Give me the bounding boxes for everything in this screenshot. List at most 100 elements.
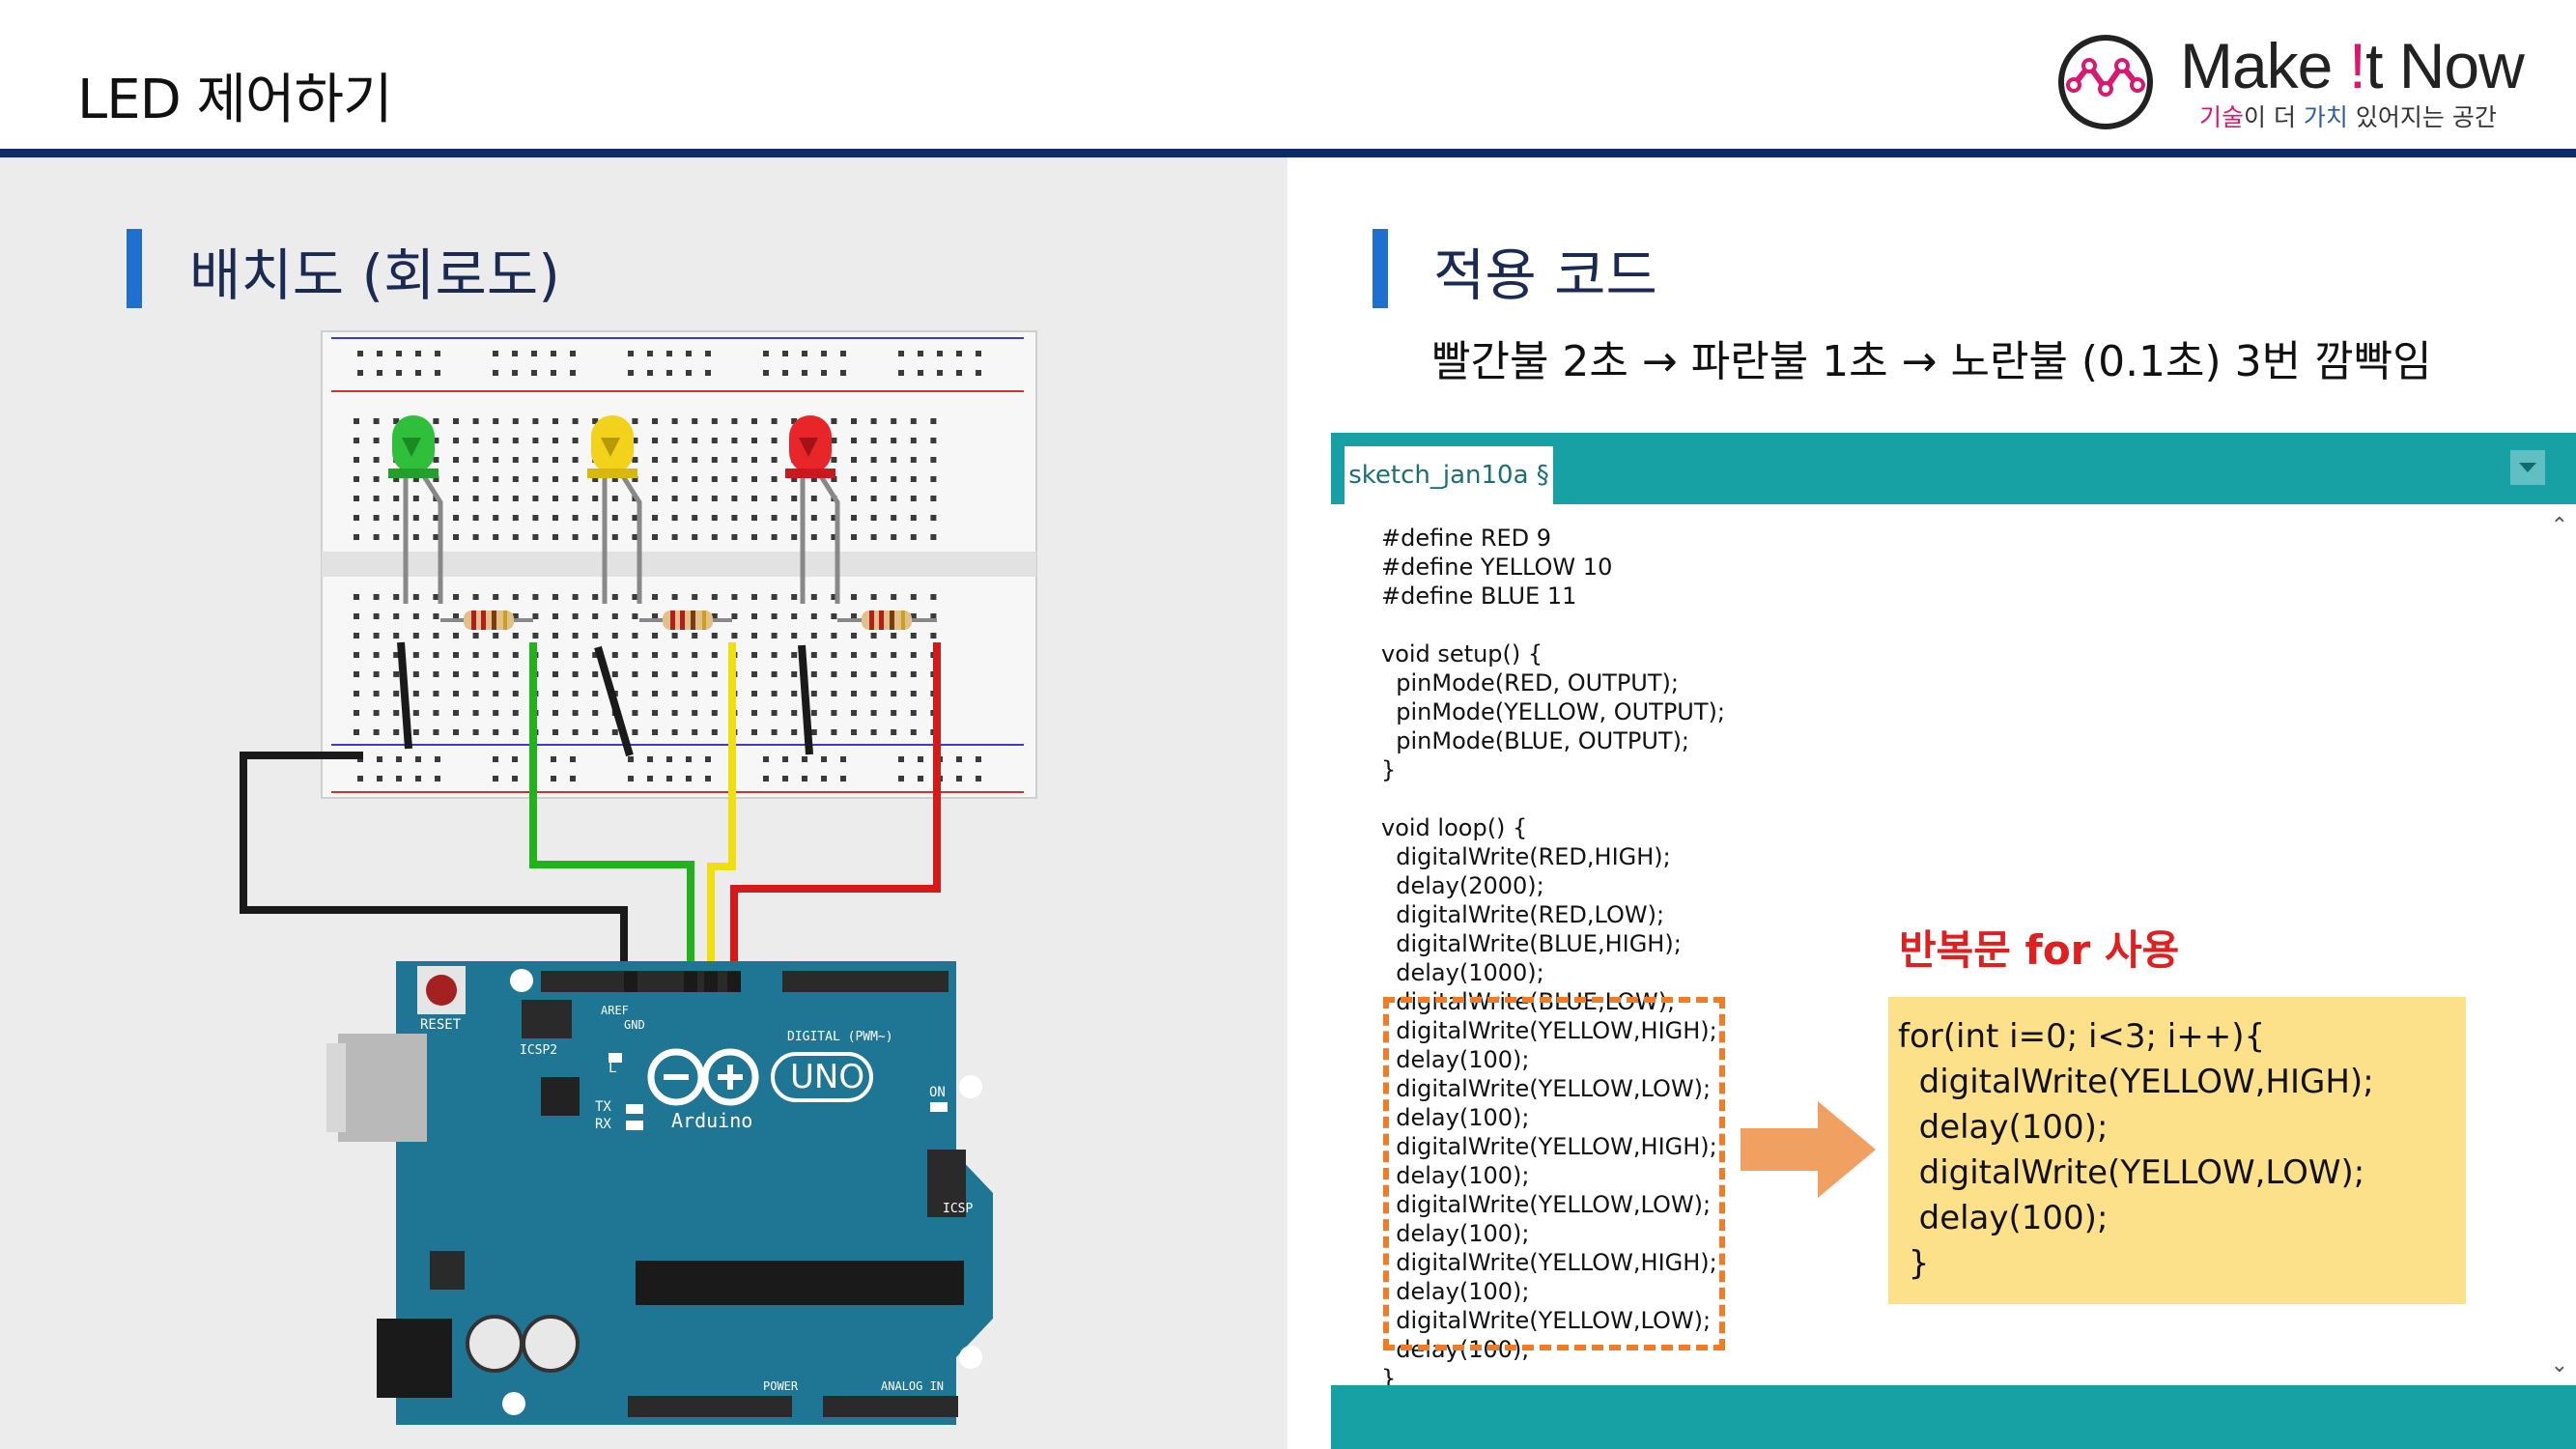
breadboard-hole [453, 534, 459, 540]
breadboard-hole [472, 594, 479, 600]
breadboard-hole [791, 418, 798, 424]
breadboard-hole [851, 691, 857, 696]
breadboard-hole [851, 710, 857, 716]
breadboard-hole [870, 515, 877, 521]
breadboard-hole [373, 729, 380, 735]
breadboard-hole [570, 756, 576, 762]
breadboard-hole [870, 476, 877, 482]
breadboard-hole [652, 496, 658, 501]
breadboard-hole [791, 652, 798, 658]
breadboard-hole [632, 633, 638, 639]
breadboard-hole [396, 351, 402, 356]
breadboard-hole [751, 594, 757, 600]
breadboard-hole [628, 756, 634, 762]
breadboard-hole [493, 594, 499, 600]
breadboard-hole [705, 776, 711, 781]
breadboard-hole [686, 370, 692, 376]
breadboard-hole [373, 594, 380, 600]
breadboard-hole [628, 351, 634, 356]
breadboard-hole [671, 710, 678, 716]
scroll-up-icon[interactable]: ⌃ [2550, 514, 2568, 538]
breadboard-hole [910, 652, 917, 658]
breadboard-hole [512, 729, 519, 735]
breadboard-hole [711, 710, 718, 716]
breadboard-hole [751, 691, 757, 696]
breadboard-hole [652, 476, 658, 482]
breadboard-hole [551, 776, 556, 781]
breadboard-hole [692, 710, 698, 716]
breadboard-hole [493, 515, 499, 521]
breadboard-hole [552, 652, 558, 658]
breadboard-hole [751, 418, 757, 424]
breadboard-hole [412, 729, 419, 735]
breadboard-hole [572, 496, 579, 501]
breadboard-hole [611, 671, 618, 677]
breadboard-hole [831, 457, 837, 463]
breadboard-hole [393, 515, 400, 521]
breadboard-hole [412, 691, 419, 696]
breadboard-hole [552, 438, 558, 443]
breadboard-hole [782, 756, 788, 762]
breadboard-hole [611, 476, 618, 482]
breadboard-hole [393, 496, 400, 501]
breadboard-hole [692, 633, 698, 639]
breadboard-hole [930, 418, 937, 424]
breadboard-hole [354, 652, 359, 658]
breadboard-hole [532, 496, 539, 501]
breadboard-hole [671, 438, 678, 443]
jumper-wires [240, 641, 941, 980]
breadboard-hole [377, 351, 382, 356]
breadboard-hole [930, 476, 937, 482]
breadboard-hole [652, 438, 658, 443]
breadboard-hole [472, 729, 479, 735]
breadboard-hole [415, 351, 421, 356]
breadboard-hole [611, 652, 618, 658]
breadboard-hole [354, 710, 359, 716]
resistor [837, 611, 937, 630]
breadboard-hole [552, 729, 558, 735]
breadboard-hole [493, 418, 499, 424]
breadboard-hole [628, 370, 634, 376]
breadboard-hole [373, 534, 380, 540]
breadboard-hole [751, 671, 757, 677]
breadboard-hole [472, 671, 479, 677]
breadboard-hole [435, 776, 440, 781]
scroll-down-icon[interactable]: ⌄ [2550, 1353, 2568, 1378]
breadboard-hole [393, 633, 400, 639]
sketch-tab[interactable]: sketch_jan10a § [1345, 446, 1553, 504]
breadboard-hole [393, 594, 400, 600]
breadboard-hole [898, 756, 904, 762]
breadboard-hole [821, 351, 827, 356]
breadboard-hole [493, 776, 498, 781]
breadboard-hole [373, 652, 380, 658]
breadboard-hole [891, 515, 897, 521]
breadboard-hole [791, 710, 798, 716]
breadboard-hole [791, 515, 798, 521]
breadboard-hole [472, 710, 479, 716]
breadboard-hole [937, 370, 943, 376]
breadboard-hole [647, 776, 653, 781]
terminal-strip [354, 418, 937, 735]
breadboard-hole [592, 515, 599, 521]
repeated-blink-highlight [1383, 997, 1725, 1350]
tab-menu-dropdown-icon[interactable] [2510, 450, 2545, 485]
breadboard-hole [572, 613, 579, 619]
breadboard-hole [472, 438, 479, 443]
breadboard-hole [572, 710, 579, 716]
breadboard-hole [552, 691, 558, 696]
breadboard-hole [711, 438, 718, 443]
breadboard-hole [831, 691, 837, 696]
breadboard-hole [472, 476, 479, 482]
on-label: ON [929, 1085, 946, 1100]
breadboard-hole [572, 457, 579, 463]
breadboard-hole [652, 710, 658, 716]
breadboard-hole [731, 438, 738, 443]
breadboard-hole [453, 652, 459, 658]
breadboard-hole [493, 756, 498, 762]
breadboard-hole [821, 370, 827, 376]
breadboard-hole [572, 652, 579, 658]
breadboard-hole [532, 534, 539, 540]
breadboard-hole [910, 496, 917, 501]
breadboard-hole [532, 438, 539, 443]
breadboard-hole [791, 594, 798, 600]
